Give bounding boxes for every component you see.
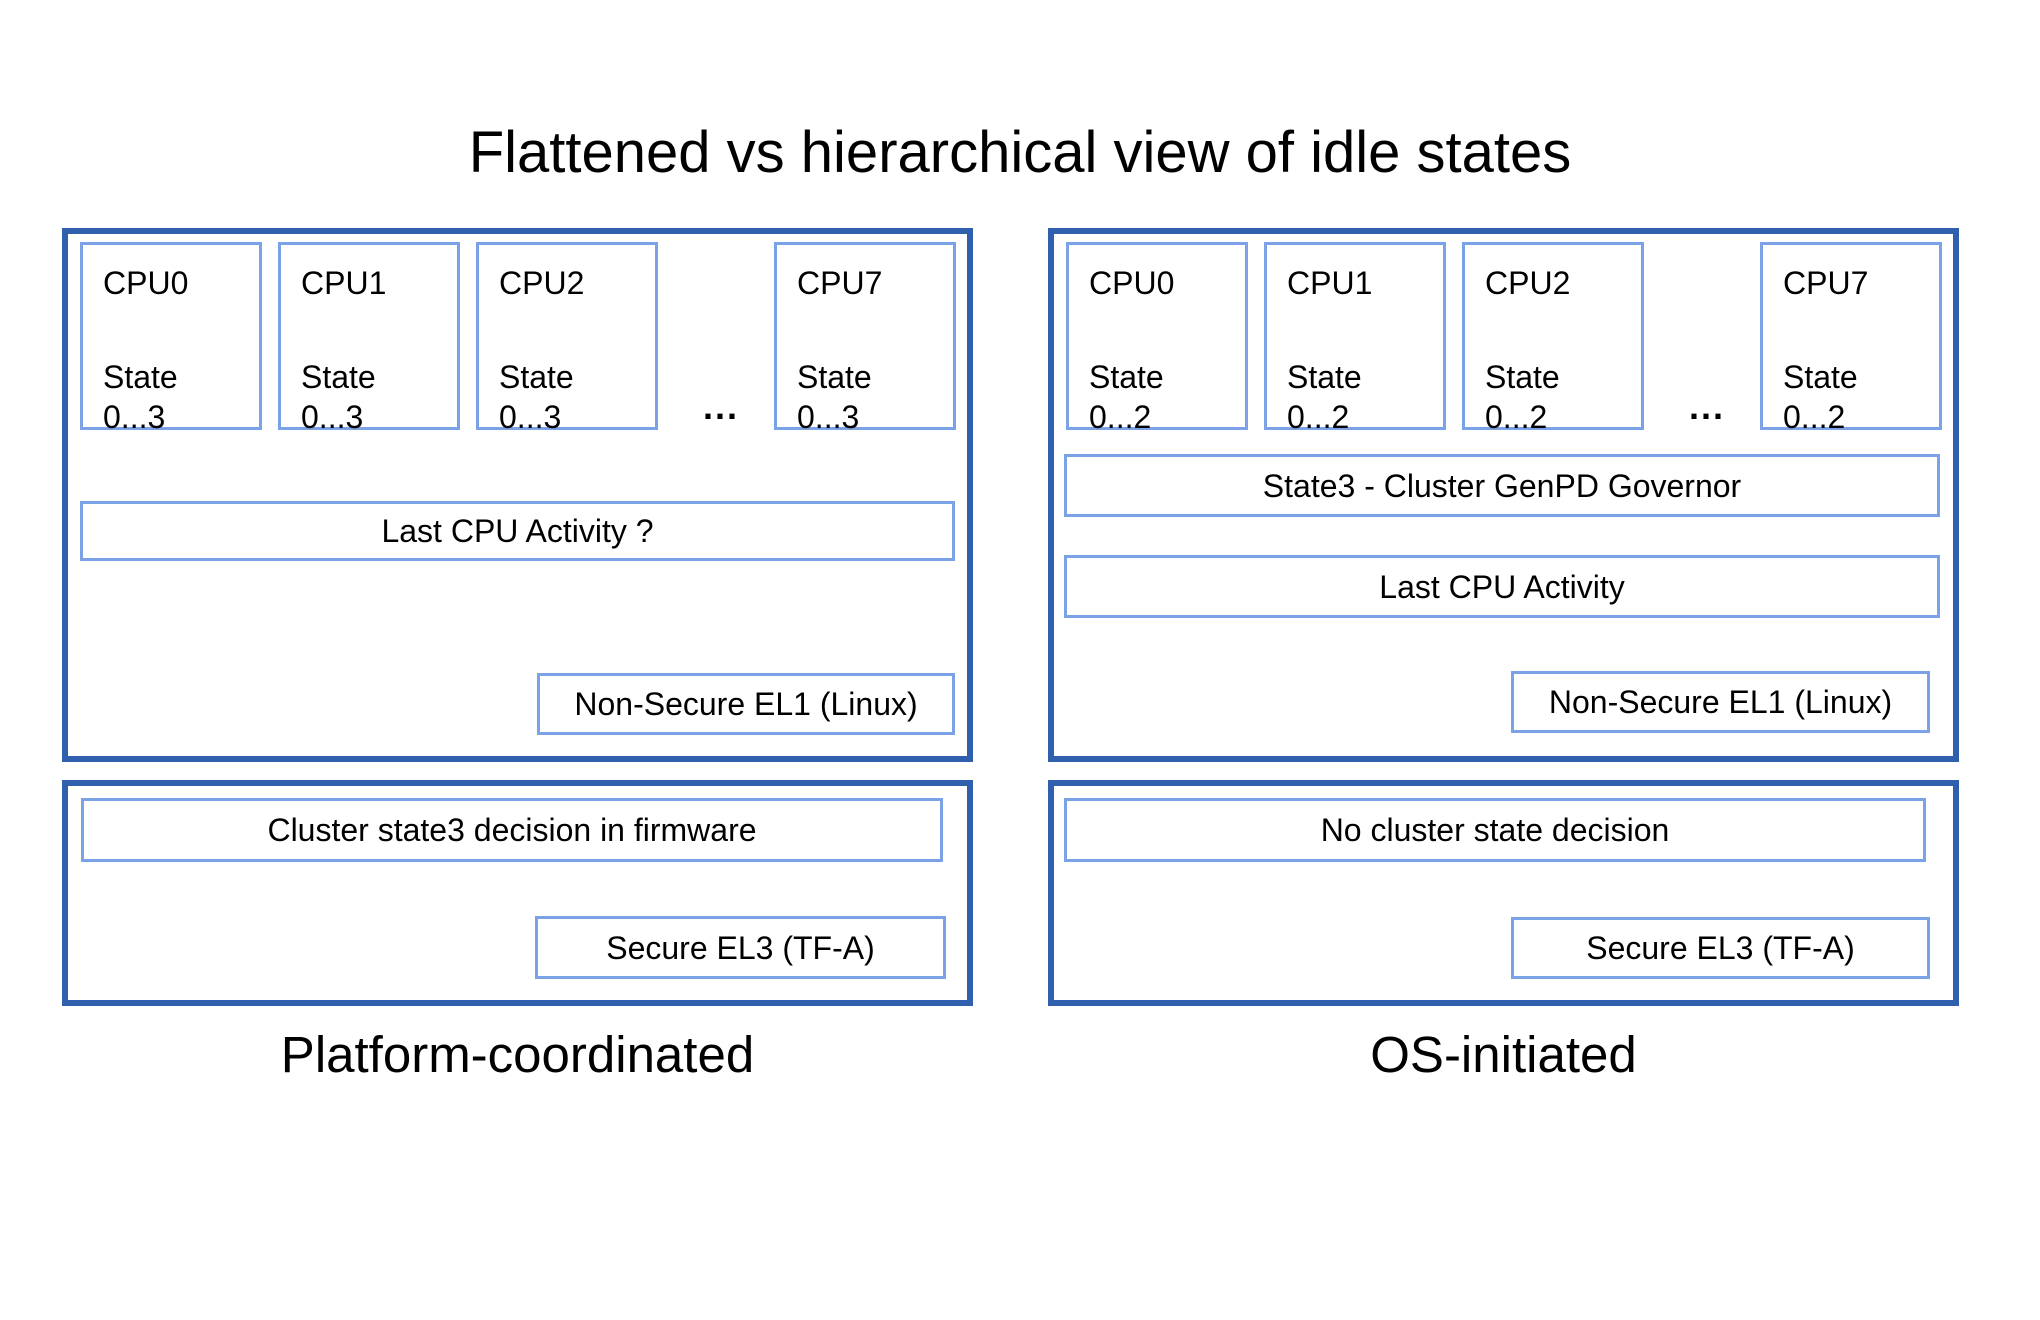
cpu-label: CPU0	[1089, 265, 1175, 301]
left-nonsecure-panel: CPU0 State 0...3 CPU1 State 0...3 CPU2 S…	[62, 228, 973, 762]
cpu-state-range: 0...2	[1089, 399, 1152, 435]
left-last-cpu-activity-box: Last CPU Activity ?	[80, 501, 955, 561]
cpu-label: CPU2	[499, 265, 585, 301]
left-nonsecure-el1-box: Non-Secure EL1 (Linux)	[537, 673, 955, 735]
cpu-state-range: 0...3	[499, 399, 562, 435]
right-cpu7-box: CPU7 State 0...2	[1760, 242, 1942, 435]
cpu-state-word: State	[301, 359, 376, 395]
cpu-state-range: 0...3	[301, 399, 364, 435]
cpu-state-range: 0...2	[1485, 399, 1548, 435]
cpu-label: CPU1	[1287, 265, 1373, 301]
right-secure-panel: No cluster state decision Secure EL3 (TF…	[1048, 780, 1959, 1006]
left-cluster-decision-box: Cluster state3 decision in firmware	[81, 798, 943, 862]
right-nonsecure-panel: CPU0 State 0...2 CPU1 State 0...2 CPU2 S…	[1048, 228, 1959, 762]
cpu-state-word: State	[1783, 359, 1858, 395]
left-secure-panel: Cluster state3 decision in firmware Secu…	[62, 780, 973, 1006]
right-cpu0-box: CPU0 State 0...2	[1066, 242, 1248, 435]
cpu-label: CPU0	[103, 265, 189, 301]
left-cpu1-box: CPU1 State 0...3	[278, 242, 460, 435]
cpu-state-word: State	[1485, 359, 1560, 395]
slide-title: Flattened vs hierarchical view of idle s…	[468, 120, 1572, 185]
cpu-state-word: State	[797, 359, 872, 395]
cpu-label: CPU7	[797, 265, 883, 301]
right-cluster-governor-box: State3 - Cluster GenPD Governor	[1064, 454, 1940, 517]
cpu-label: CPU2	[1485, 265, 1571, 301]
right-cpu1-box: CPU1 State 0...2	[1264, 242, 1446, 435]
cpu-state-range: 0...2	[1783, 399, 1846, 435]
right-cpu2-box: CPU2 State 0...2	[1462, 242, 1644, 435]
cpu-state-range: 0...3	[103, 399, 166, 435]
right-no-cluster-decision-box: No cluster state decision	[1064, 798, 1926, 862]
right-caption: OS-initiated	[1370, 1026, 1637, 1083]
cpu-state-range: 0...2	[1287, 399, 1350, 435]
left-cpu0-box: CPU0 State 0...3	[80, 242, 262, 435]
left-cpu7-box: CPU7 State 0...3	[774, 242, 956, 435]
left-secure-el3-box: Secure EL3 (TF-A)	[535, 916, 946, 979]
left-cpu-ellipsis: ...	[702, 386, 739, 427]
cpu-state-range: 0...3	[797, 399, 860, 435]
left-cpu2-box: CPU2 State 0...3	[476, 242, 658, 435]
right-nonsecure-el1-box: Non-Secure EL1 (Linux)	[1511, 671, 1930, 733]
cpu-state-word: State	[1287, 359, 1362, 395]
right-cpu-ellipsis: ...	[1688, 386, 1725, 427]
left-caption: Platform-coordinated	[280, 1026, 755, 1083]
cpu-label: CPU7	[1783, 265, 1869, 301]
cpu-label: CPU1	[301, 265, 387, 301]
right-secure-el3-box: Secure EL3 (TF-A)	[1511, 917, 1930, 979]
cpu-state-word: State	[103, 359, 178, 395]
cpu-state-word: State	[1089, 359, 1164, 395]
cpu-state-word: State	[499, 359, 574, 395]
right-last-cpu-activity-box: Last CPU Activity	[1064, 555, 1940, 618]
